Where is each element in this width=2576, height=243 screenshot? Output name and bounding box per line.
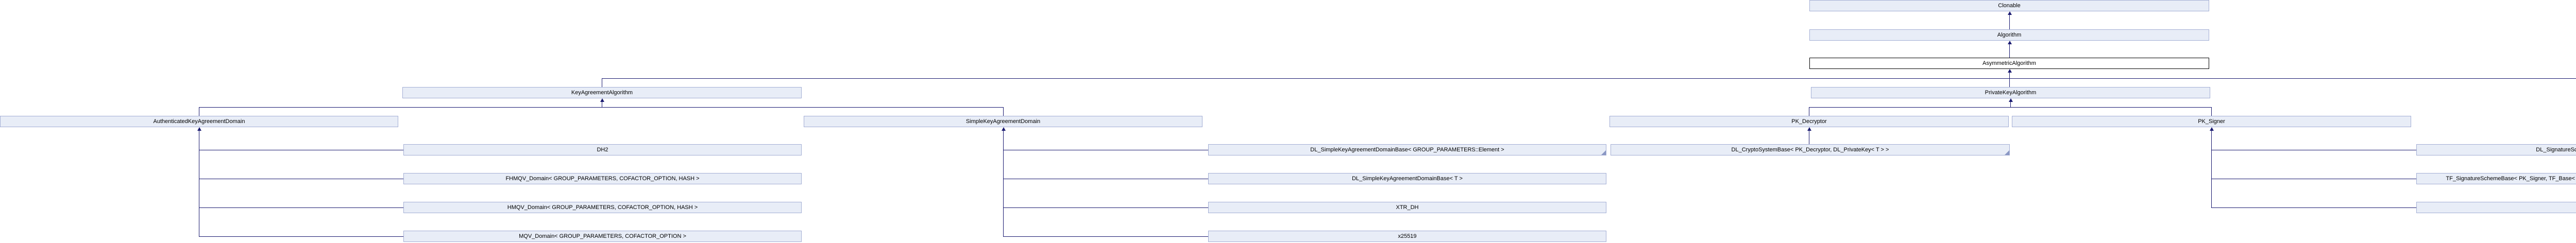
class-node-xtr-dh[interactable]: XTR_DH	[1208, 202, 1606, 213]
class-node-dl-cryptosystembase-pk-decryptor-dl-privatekey-t[interactable]: DL_CryptoSystemBase< PK_Decryptor, DL_Pr…	[1611, 144, 2010, 155]
arrow-up-icon	[1807, 127, 1811, 131]
class-node-pk-signer[interactable]: PK_Signer	[2012, 116, 2411, 127]
inheritance-edge-line	[1003, 107, 1004, 116]
class-node-mqv-domain-group-parameters-cofactor-option[interactable]: MQV_Domain< GROUP_PARAMETERS, COFACTOR_O…	[403, 231, 802, 242]
class-node-pk-decryptor[interactable]: PK_Decryptor	[1609, 116, 2009, 127]
arrow-up-icon	[197, 127, 201, 131]
inheritance-edge-line	[199, 207, 403, 208]
class-node-dl-simplekeyagreementdomainbase-group-parameters-element[interactable]: DL_SimpleKeyAgreementDomainBase< GROUP_P…	[1208, 144, 1606, 155]
class-node-keyagreementalgorithm[interactable]: KeyAgreementAlgorithm	[402, 87, 802, 98]
arrow-up-icon	[2210, 127, 2214, 131]
inheritance-edge-line	[2211, 107, 2212, 116]
inheritance-edge-line	[2009, 44, 2010, 58]
arrow-up-icon	[2008, 41, 2012, 44]
arrow-up-icon	[1002, 127, 1006, 131]
inheritance-edge-line	[1809, 107, 2212, 108]
inheritance-edge-line	[2211, 131, 2212, 208]
class-node-tf-signatureschemebase-pk-signer-tf-base-randomizedtrapdoorfunctioninverse-pk-signaturemessageencodingmethod[interactable]: TF_SignatureSchemeBase< PK_Signer, TF_Ba…	[2416, 173, 2576, 184]
inheritance-edge-line	[602, 78, 2576, 79]
class-node-algorithm[interactable]: Algorithm	[1809, 29, 2209, 41]
inheritance-edge-line	[1003, 207, 1208, 208]
class-node-privatekeyalgorithm[interactable]: PrivateKeyAlgorithm	[1811, 87, 2210, 98]
class-node-dh2[interactable]: DH2	[403, 144, 802, 155]
inheritance-edge-line	[2211, 207, 2416, 208]
arrow-up-icon	[2008, 11, 2012, 15]
class-node-ed25519signer[interactable]: ed25519Signer	[2416, 202, 2576, 213]
inheritance-edge-line	[199, 107, 1004, 108]
class-node-dl-simplekeyagreementdomainbase-t[interactable]: DL_SimpleKeyAgreementDomainBase< T >	[1208, 173, 1606, 184]
arrow-up-icon	[2008, 69, 2012, 73]
class-node-simplekeyagreementdomain[interactable]: SimpleKeyAgreementDomain	[804, 116, 1202, 127]
class-node-authenticatedkeyagreementdomain[interactable]: AuthenticatedKeyAgreementDomain	[0, 116, 398, 127]
class-node-asymmetricalgorithm: AsymmetricAlgorithm	[1809, 58, 2209, 69]
inheritance-edge-line	[2010, 102, 2011, 107]
arrow-up-icon	[2009, 98, 2013, 102]
arrow-up-icon	[600, 98, 604, 102]
class-node-hmqv-domain-group-parameters-cofactor-option-hash[interactable]: HMQV_Domain< GROUP_PARAMETERS, COFACTOR_…	[403, 202, 802, 213]
class-node-clonable[interactable]: Clonable	[1809, 0, 2209, 11]
class-node-dl-signatureschemebase-pk-signer-dl-privatekey-t[interactable]: DL_SignatureSchemeBase< PK_Signer, DL_Pr…	[2416, 144, 2576, 155]
inheritance-edge-line	[1003, 131, 1004, 237]
class-node-fhmqv-domain-group-parameters-cofactor-option-hash[interactable]: FHMQV_Domain< GROUP_PARAMETERS, COFACTOR…	[403, 173, 802, 184]
class-node-x25519[interactable]: x25519	[1208, 231, 1606, 242]
inheritance-edge-line	[199, 236, 403, 237]
inheritance-edge-line	[2009, 73, 2010, 87]
inheritance-edge-line	[2009, 15, 2010, 29]
inheritance-edge-line	[1003, 236, 1208, 237]
